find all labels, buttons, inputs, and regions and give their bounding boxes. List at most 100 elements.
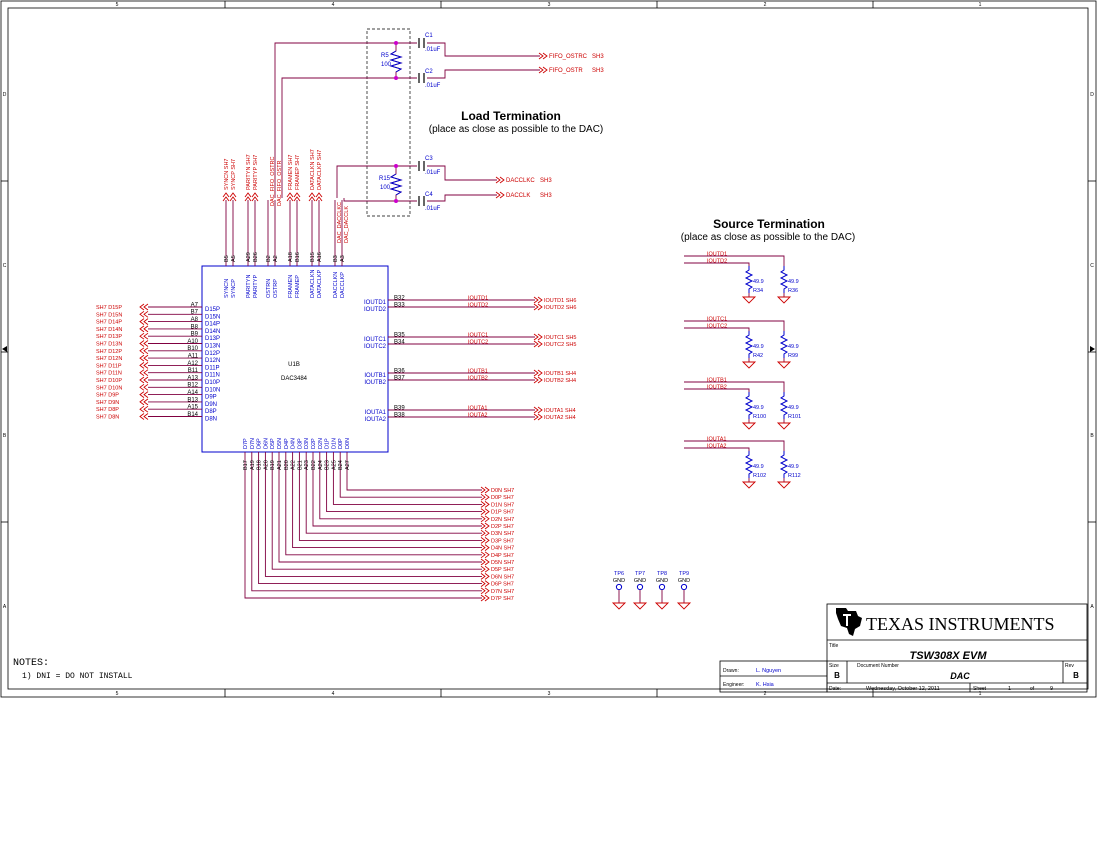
date-value: Wednesday, October 12, 2011 [866,686,940,692]
ti-logo-mark [836,608,862,636]
source-net-label: IOUTC1 [707,317,727,323]
ic-pin-name: D9P [205,395,217,401]
offpage-connector [139,354,145,362]
ic-bottom-pin-wire [326,452,482,513]
cap-symbols [418,38,425,206]
c1-value: .01uF [425,47,441,53]
ic-pin-name: D2N [318,438,324,449]
offpage-connector [484,501,490,508]
docnum-value: DAC [950,671,970,681]
offpage-connector [533,413,539,421]
ic-pin-number: A24 [318,460,324,470]
ic-pin-name: D7N [250,438,256,449]
offpage-connector [139,405,145,413]
offpage-connector [533,340,539,348]
offpage-connector [484,580,490,587]
offpage-connector [533,369,539,377]
testpoint-net: GND [656,578,668,584]
source-net-label: IOUTB1 [707,378,727,384]
ic-top-net-label: PARITYP SH7 [253,155,259,190]
offpage-connector [480,515,486,523]
ic-pin-number: B37 [394,376,405,382]
termination-resistor [744,331,754,358]
testpoint-pad [615,583,623,591]
offpage-connector [480,493,486,501]
source-net-wire [684,381,785,392]
source-net-label: IOUTC2 [707,324,727,330]
ground-symbol [776,296,792,304]
offpage-connector [484,573,490,580]
sheets-value: 9 [1050,686,1053,692]
r15-value: 100 [380,185,391,191]
offpage-connector [229,192,237,198]
source-net-wire [684,388,750,392]
offpage-connector [499,191,505,199]
ic-pin-name: D1P [325,438,331,449]
offpage-connector [533,303,539,311]
ic-bottom-net-label: D0N SH7 [491,488,514,494]
ic-pin-number: A23 [304,460,310,470]
offpage-connector [143,362,149,369]
load-net-name: FIFO_OSTRC [549,54,588,60]
offpage-connector [251,192,259,198]
r5-value: 100 [381,62,392,68]
frame-col-number: 2 [764,691,767,697]
ic-pin-name: SYNCN [224,279,230,298]
ic-left-net-label: SH7 D12N [96,356,122,362]
ic-top-net-label: SYNCN SH7 [224,159,230,190]
ic-bottom-pin-wire [251,452,482,592]
testpoint-pad [658,583,666,591]
ic-left-net-label: SH7 D14N [96,327,122,333]
frame-center-arrow [1090,346,1095,352]
ic-pin-number: A5 [231,255,237,262]
ic-right-net-label: IOUTA1 [468,406,487,412]
ic-pin-name: D11N [205,373,220,379]
offpage-connector [480,565,486,573]
resistor-value: 49.9 [753,344,764,350]
offpage-connector [542,52,548,60]
ic-left-net-label: SH7 D11P [96,363,122,369]
ic-right-offpage-label: IOUTA2 SH4 [544,415,576,421]
offpage-connector [537,369,543,377]
ic-pin-number: B32 [394,296,405,302]
ic-pin-number: B13 [187,397,198,403]
note-item: 1) DNI = DO NOT INSTALL [22,672,133,681]
ic-pin-name: D14N [205,329,220,335]
drawing-frame [0,0,1097,698]
offpage-connector [542,66,548,74]
testpoint-pad [680,583,688,591]
ic-bottom-net-label: D2P SH7 [491,524,514,530]
date-label: Date: [829,686,841,692]
ic-right-offpage-label: IOUTB1 SH4 [544,371,576,377]
ic-pin-number: B22 [311,460,317,470]
ic-pin-number: B14 [187,412,198,418]
frame-row-letter: A [3,604,7,610]
ic-bottom-net-label: D2N SH7 [491,517,514,523]
c3-refdes: C3 [425,156,433,162]
offpage-connector [222,196,230,202]
ic-bottom-pin-wire [258,452,482,585]
offpage-connector [244,192,252,198]
load-net-name: DACCLKC [506,178,535,184]
ic-pin-number: B19 [270,460,276,470]
ic-pin-number: A2 [273,255,279,262]
ic-pin-name: D6N [263,438,269,449]
termination-resistor [744,451,754,478]
offpage-connector [480,594,486,602]
testpoint-refdes: TP6 [614,571,624,577]
ic-pin-name: IOUTD1 [364,300,387,306]
ic-pin-number: B9 [191,332,199,338]
ic-bottom-net-label: D7N SH7 [491,589,514,595]
offpage-connector [484,565,490,573]
termination-resistor-marks [389,41,403,203]
ic-left-net-label: SH7 D10P [96,378,122,384]
load-termination-title: Load Termination [461,109,561,123]
ic-bottom-pin-wire [271,452,482,570]
offpage-connector [143,318,149,325]
ic-pin-name: OSTRP [273,279,279,298]
ic-bottom-net-label: D4P SH7 [491,553,514,559]
ic-bottom-pin-wire [298,452,482,541]
c1-refdes: C1 [425,33,433,39]
